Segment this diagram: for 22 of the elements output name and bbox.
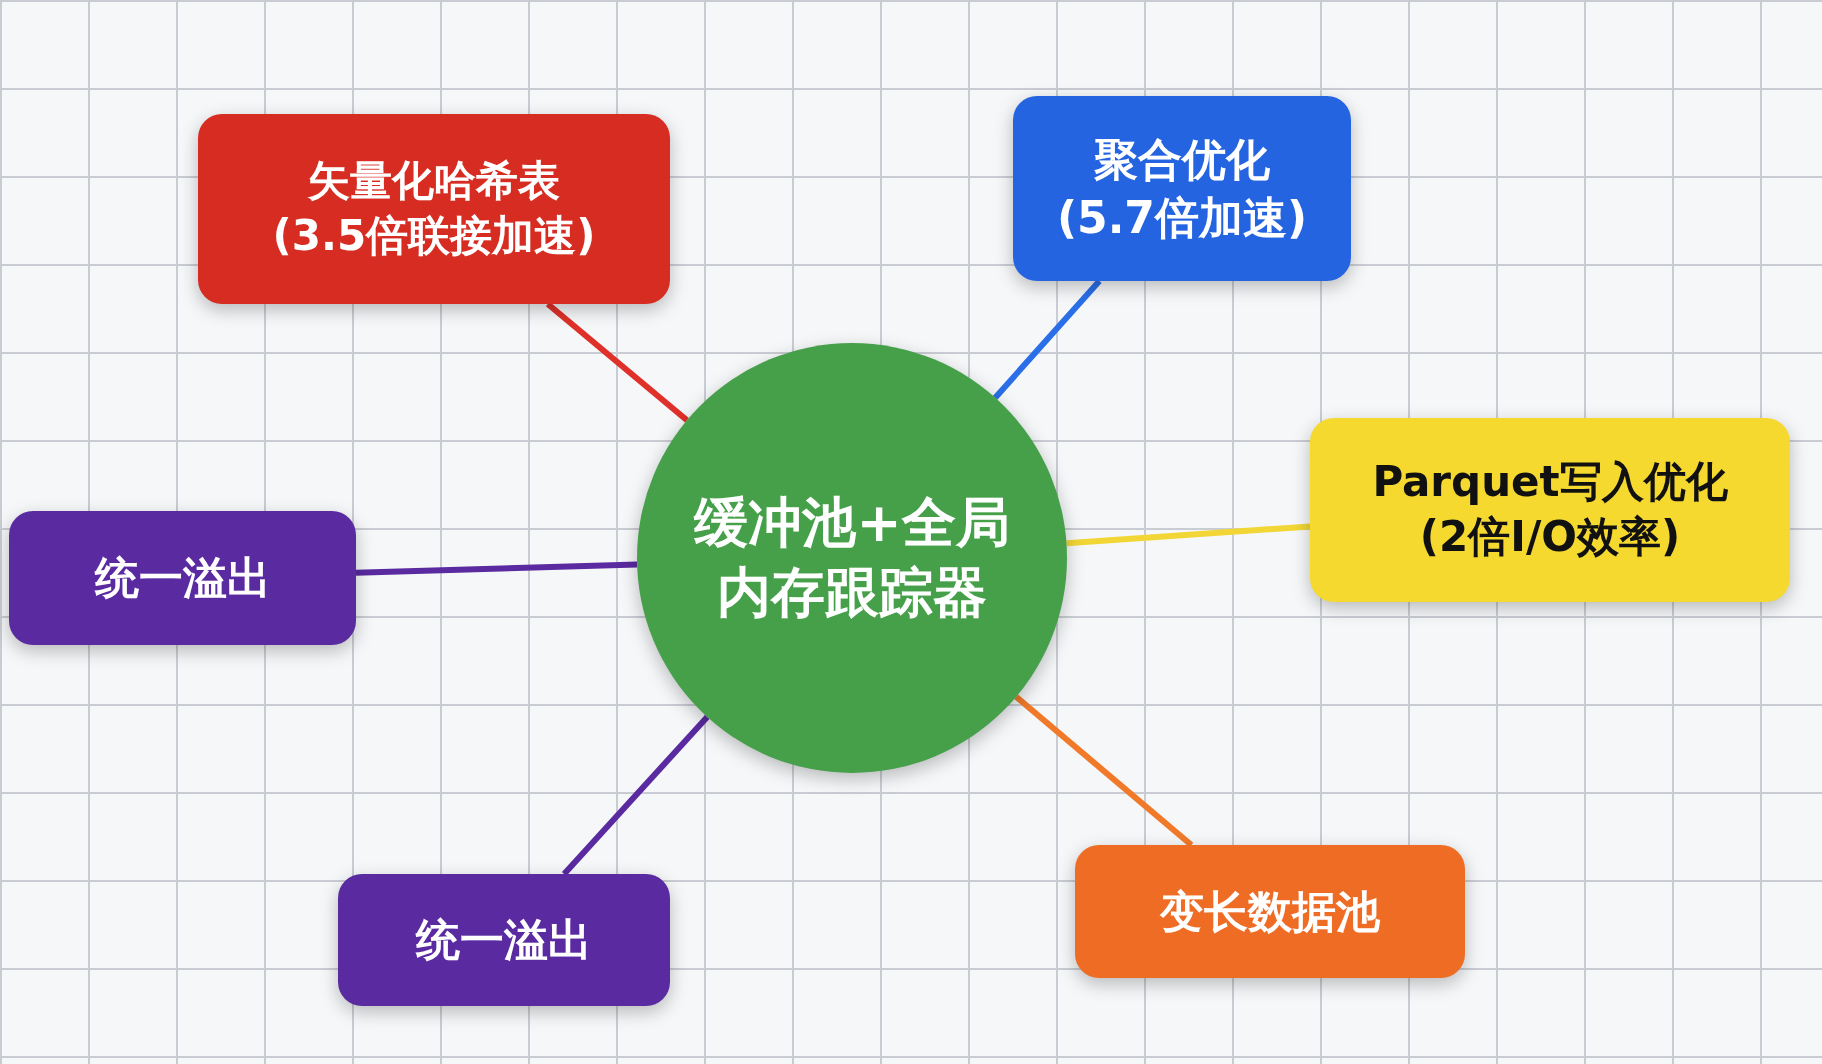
node-label: 缓冲池+全局内存跟踪器 [692, 489, 1011, 626]
topic-box [1075, 845, 1465, 978]
node-label: (2倍I/O效率) [1419, 511, 1681, 563]
node-label: (5.7倍加速) [1056, 190, 1308, 245]
node-label: 统一溢出 [94, 551, 271, 606]
node-label: (3.5倍联接加速) [272, 210, 596, 262]
topic-box [1013, 96, 1351, 281]
node-label: Parquet写入优化 [1372, 456, 1728, 509]
node-label: 矢量化哈希表 [308, 155, 560, 208]
connector-line [1014, 694, 1194, 848]
connector-line [355, 561, 638, 576]
connector-line [1066, 523, 1311, 547]
topic-box [1310, 418, 1790, 602]
connector-line [992, 279, 1102, 400]
topic-box [338, 874, 670, 1006]
node-label: 变长数据池 [1160, 884, 1380, 939]
node-label: 聚合优化 [1094, 133, 1270, 188]
node-label: 统一溢出 [416, 913, 592, 968]
topic-box [198, 114, 670, 304]
connector-line [545, 301, 689, 423]
connector-line [561, 714, 710, 876]
topic-box [9, 511, 356, 645]
